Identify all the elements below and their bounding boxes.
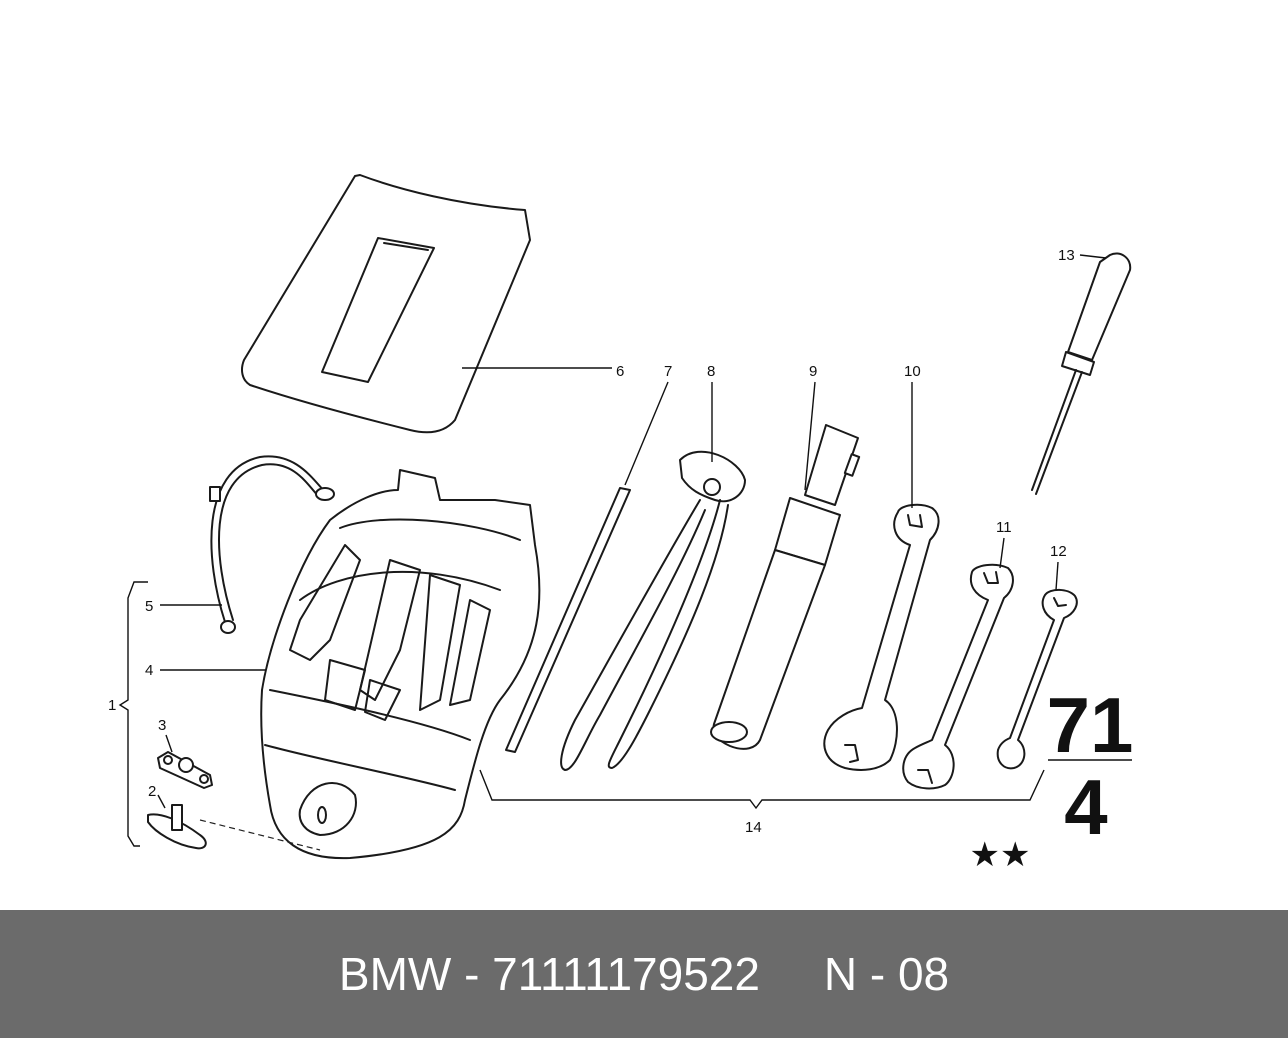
- part-number-label: BMW - 71111179522 N - 08: [338, 948, 950, 1000]
- callout-7: 7: [664, 363, 672, 380]
- callout-1: 1: [108, 697, 116, 714]
- group-number-top: 71: [1047, 681, 1134, 769]
- callout-2: 2: [148, 783, 156, 800]
- part-11-wrench-medium: [902, 563, 1014, 790]
- part-10-wrench-large: [823, 503, 940, 771]
- leader-lines: [118, 254, 1132, 847]
- callout-4: 4: [145, 662, 153, 679]
- footer-bar: BMW - 71111179522 N - 08: [0, 910, 1288, 1038]
- callout-9: 9: [809, 363, 817, 380]
- parts-diagram: 6 7 8 9 10 11 12 13 5 4 3 2 1 14 71 4 ★★: [108, 174, 1134, 875]
- callout-labels: 6 7 8 9 10 11 12 13 5 4 3 2 1 14: [108, 247, 1075, 836]
- part-12-wrench-small: [996, 588, 1078, 770]
- callout-14: 14: [745, 819, 762, 836]
- tool-kit-illustration: 6 7 8 9 10 11 12 13 5 4 3 2 1 14 71 4 ★★: [108, 174, 1134, 875]
- callout-8: 8: [707, 363, 715, 380]
- callout-3: 3: [158, 717, 166, 734]
- part-3-bracket: [157, 751, 213, 789]
- callout-5: 5: [145, 598, 153, 615]
- part-8-pliers: [560, 450, 746, 771]
- part-6-cover-panel: [241, 174, 531, 434]
- part-13-screwdriver: [1031, 252, 1132, 495]
- stars-mark: ★★: [970, 835, 1031, 875]
- callout-11: 11: [996, 519, 1012, 536]
- part-5-strap: [209, 455, 335, 634]
- callout-13: 13: [1058, 247, 1075, 264]
- group-number: 71 4: [1047, 681, 1134, 851]
- callout-12: 12: [1050, 543, 1067, 560]
- part-2-wing-bolt: [147, 804, 321, 851]
- part-7-rod: [505, 487, 631, 753]
- callout-6: 6: [616, 363, 624, 380]
- group-number-bottom: 4: [1064, 763, 1107, 851]
- part-4-tool-tray: [260, 469, 541, 860]
- callout-10: 10: [904, 363, 921, 380]
- part-9-extension-bar: [710, 424, 861, 750]
